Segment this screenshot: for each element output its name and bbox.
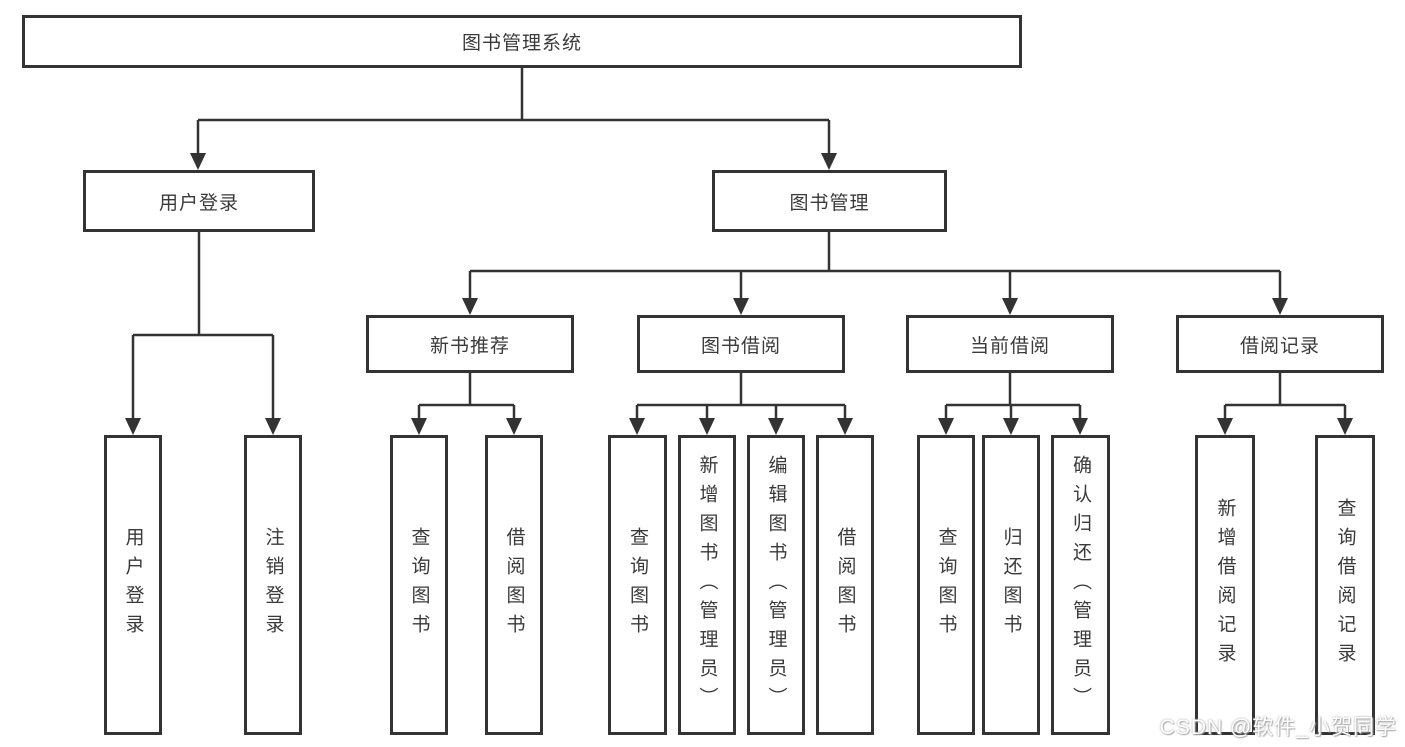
node-user-login-label: 用户登录 xyxy=(158,192,239,214)
leaf-borrow-query-books: 查询图书 xyxy=(608,435,667,735)
leaf-confirm-return-admin: 确认归还（管理员） xyxy=(1051,435,1110,735)
leaf-recommend-borrow-books: 借阅图书 xyxy=(485,435,543,735)
node-book-management-label: 图书管理 xyxy=(789,192,870,214)
connector-book-borrow xyxy=(635,373,847,420)
node-current-borrow: 当前借阅 xyxy=(906,315,1114,373)
leaf-borrow-query-books-label: 查询图书 xyxy=(627,527,648,643)
leaf-add-borrow-record-label: 新增借阅记录 xyxy=(1214,498,1236,672)
leaf-return-books-label: 归还图书 xyxy=(1000,527,1022,643)
leaf-recommend-query-books-label: 查询图书 xyxy=(408,527,430,643)
leaf-logout-login-label: 注销登录 xyxy=(262,527,284,643)
node-current-borrow-label: 当前借阅 xyxy=(969,335,1050,357)
node-new-book-recommend: 新书推荐 xyxy=(366,315,574,373)
leaf-borrow-books: 借阅图书 xyxy=(816,435,874,735)
node-root-system-label: 图书管理系统 xyxy=(461,33,582,54)
node-root-system: 图书管理系统 xyxy=(22,15,1022,68)
leaf-logout-login: 注销登录 xyxy=(244,435,302,735)
connector-root xyxy=(196,68,831,155)
connector-book-management xyxy=(468,232,1282,300)
leaf-add-borrow-record: 新增借阅记录 xyxy=(1195,435,1255,735)
leaf-add-books-admin: 新增图书（管理员） xyxy=(678,435,736,735)
node-user-login: 用户登录 xyxy=(83,170,315,232)
node-borrow-records-label: 借阅记录 xyxy=(1239,335,1320,357)
connector-borrow-records xyxy=(1223,373,1347,420)
leaf-recommend-borrow-books-label: 借阅图书 xyxy=(503,527,525,643)
watermark-text: CSDN @软件_小贺同学 xyxy=(1159,716,1397,739)
leaf-user-login-label: 用户登录 xyxy=(122,527,144,643)
leaf-add-books-admin-label: 新增图书（管理员） xyxy=(696,454,718,716)
leaf-query-borrow-record-label: 查询借阅记录 xyxy=(1334,498,1356,672)
node-new-book-recommend-label: 新书推荐 xyxy=(429,335,510,357)
leaf-user-login: 用户登录 xyxy=(104,435,162,735)
leaf-query-borrow-record: 查询借阅记录 xyxy=(1315,435,1375,735)
node-book-management: 图书管理 xyxy=(712,170,947,232)
connector-user-login xyxy=(131,232,275,420)
leaf-recommend-query-books: 查询图书 xyxy=(390,435,448,735)
leaf-edit-books-admin: 编辑图书（管理员） xyxy=(747,435,805,735)
leaf-edit-books-admin-label: 编辑图书（管理员） xyxy=(765,454,787,716)
leaf-borrow-books-label: 借阅图书 xyxy=(834,527,856,643)
node-book-borrow-label: 图书借阅 xyxy=(700,335,781,357)
node-book-borrow: 图书借阅 xyxy=(637,315,845,373)
node-borrow-records: 借阅记录 xyxy=(1176,315,1384,373)
leaf-return-books: 归还图书 xyxy=(982,435,1040,735)
connector-new-book-recommend xyxy=(417,373,516,420)
arrow-heads xyxy=(125,153,1353,435)
leaf-current-query-books-label: 查询图书 xyxy=(935,527,957,643)
connector-current-borrow xyxy=(944,373,1082,420)
leaf-current-query-books: 查询图书 xyxy=(917,435,975,735)
leaf-confirm-return-admin-label: 确认归还（管理员） xyxy=(1070,454,1091,716)
